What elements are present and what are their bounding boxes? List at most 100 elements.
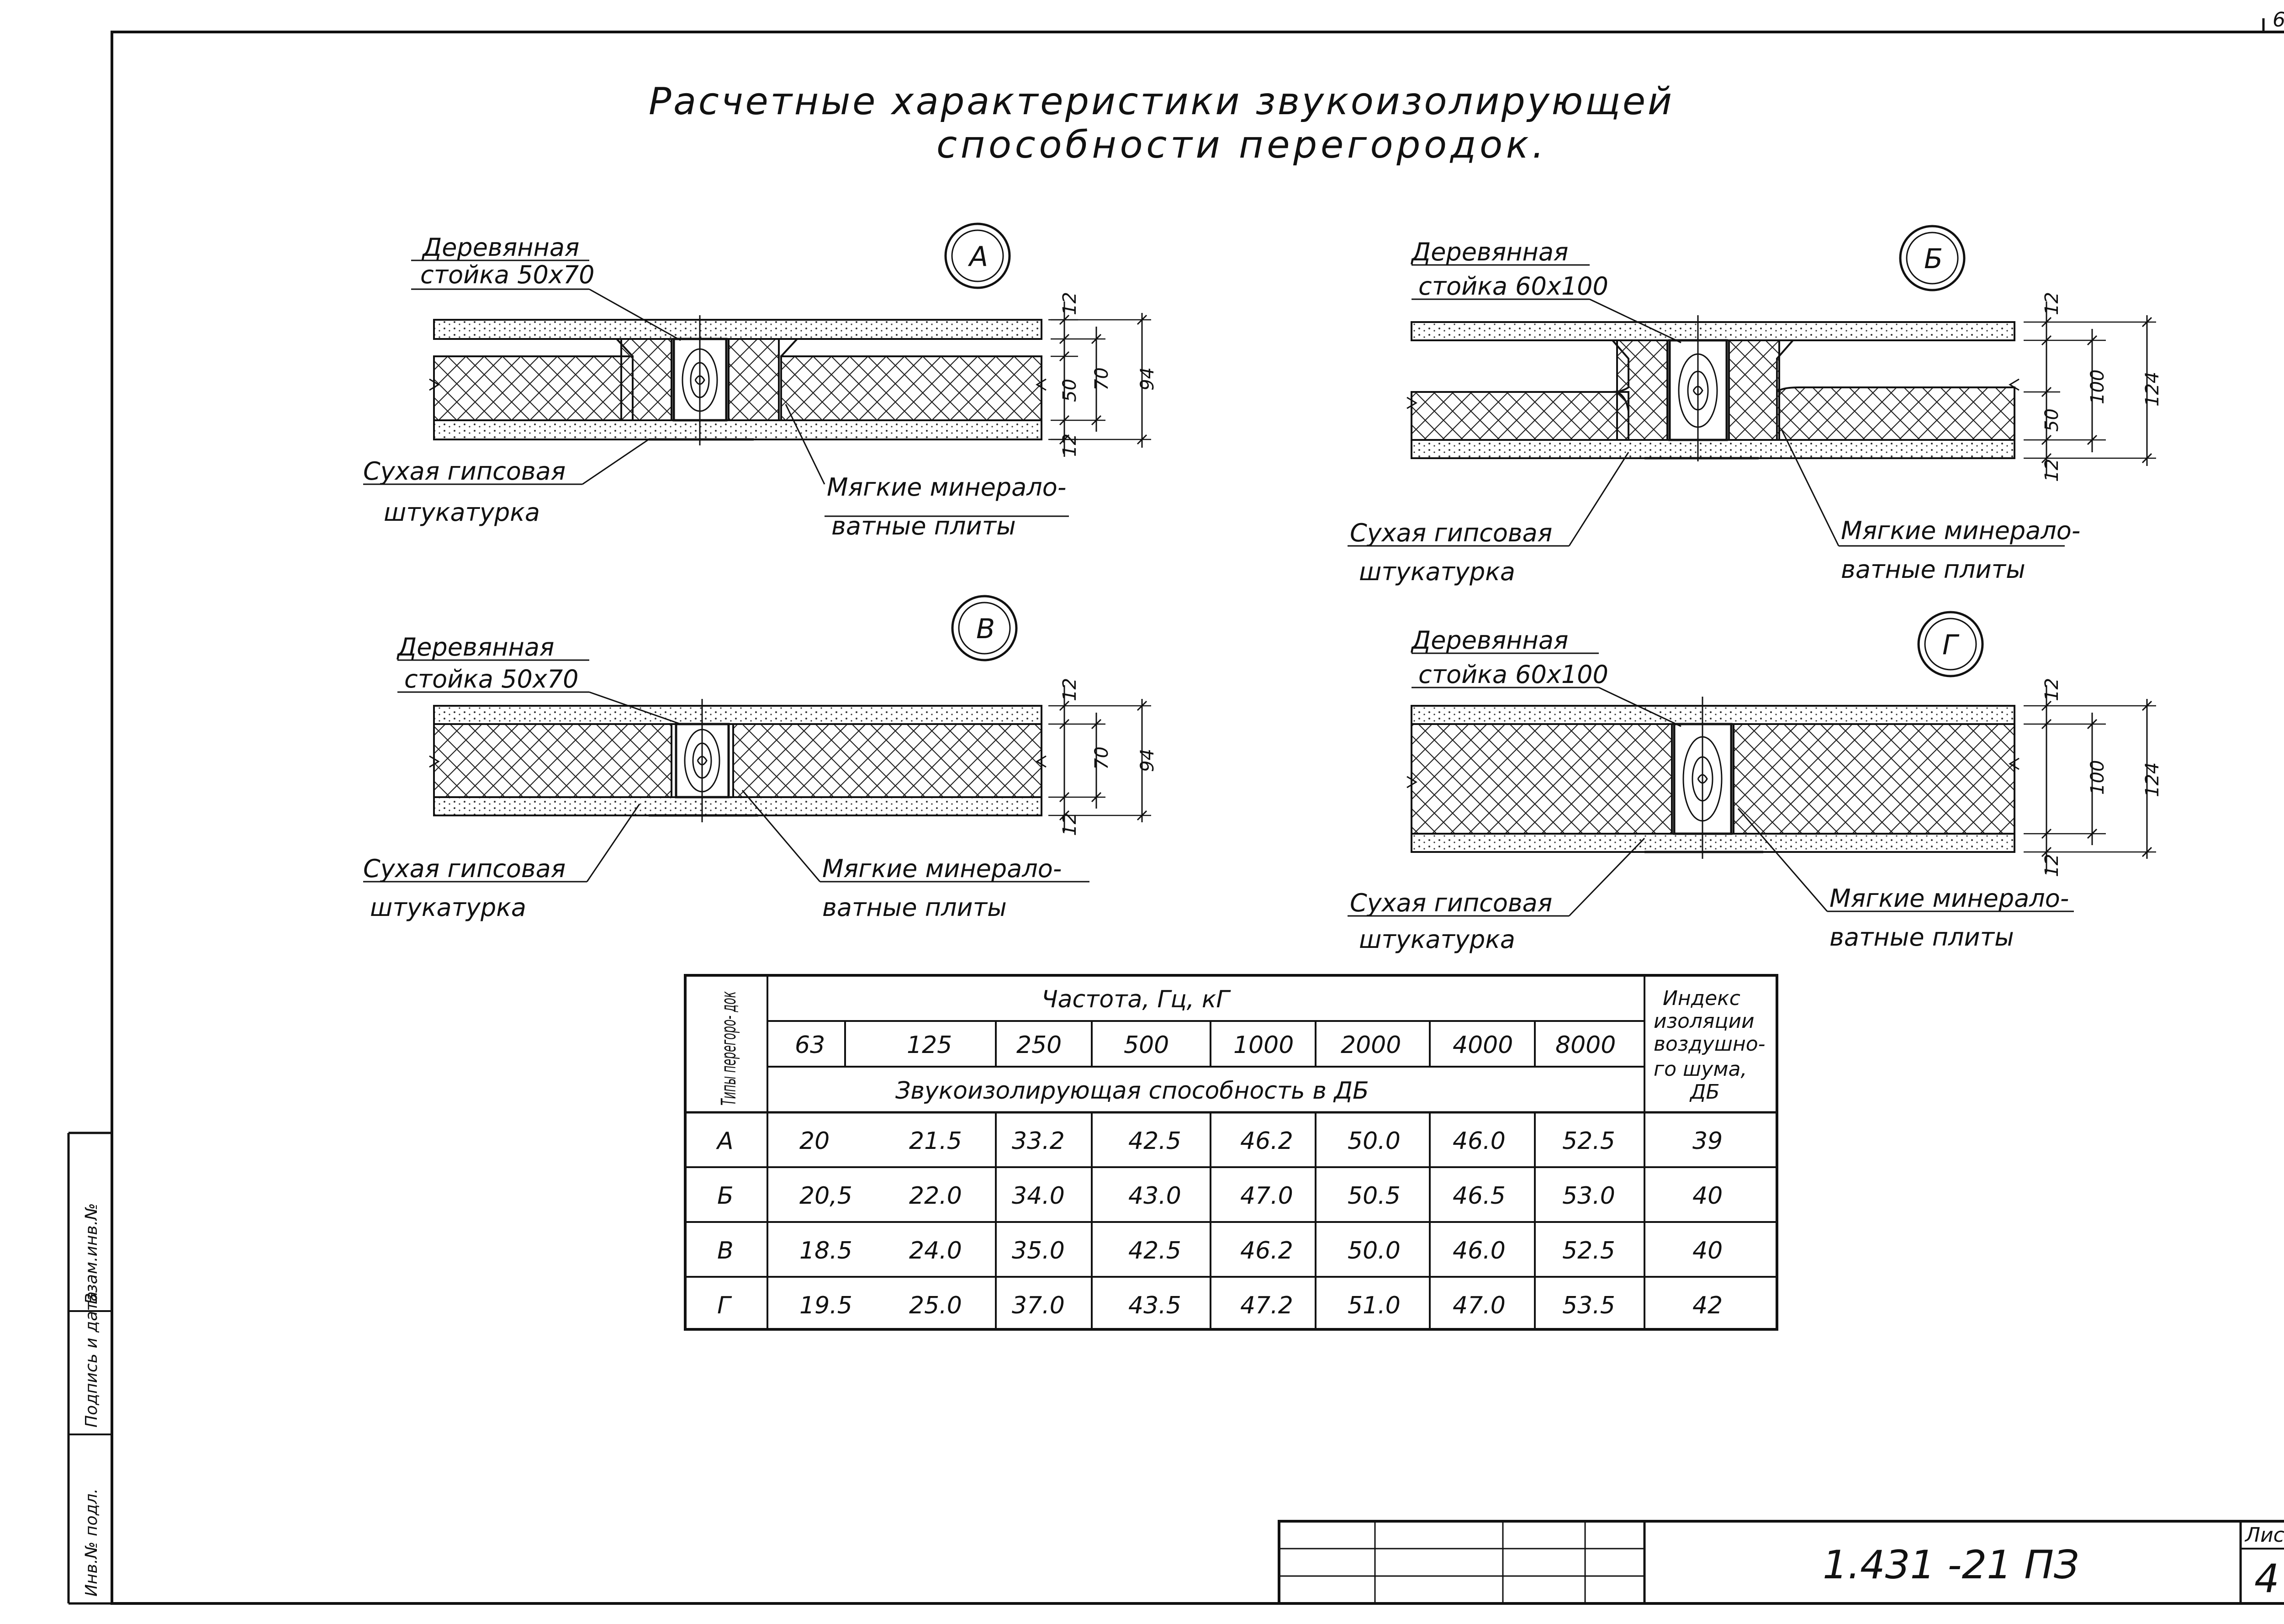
diagram-a-dim-bottom: 12 — [1059, 434, 1080, 457]
title-line-1: Расчетные характеристики звукоизолирующе… — [649, 80, 1672, 123]
table-freq-63: 63 — [795, 1032, 825, 1059]
table-cell: 53.0 — [1562, 1182, 1615, 1210]
table-freq-1000: 1000 — [1233, 1032, 1294, 1059]
diagram-d-wool-label-1: Мягкие минерало- — [1829, 884, 2069, 913]
table-index-cell: 40 — [1692, 1182, 1723, 1210]
table-cell: 51.0 — [1348, 1292, 1401, 1319]
diagram-c-plaster-label-1: Сухая гипсовая — [363, 854, 566, 883]
table-cell: 42.5 — [1128, 1127, 1181, 1155]
diagram-b-dim-stud: 100 — [2087, 370, 2108, 404]
diagram-c-stud-label-1: Деревянная — [397, 633, 554, 661]
table-cell: 37.0 — [1012, 1292, 1065, 1319]
table-cell: 46.0 — [1453, 1237, 1506, 1264]
title-line-2: способности перегородок. — [936, 123, 1544, 167]
diagram-d-stud-label-1: Деревянная — [1411, 626, 1568, 655]
table-index-cell: 40 — [1692, 1237, 1723, 1264]
diagram-d-dim-total: 124 — [2142, 762, 2163, 797]
diagram-d-marker: Г — [1942, 629, 1960, 661]
table-cell: 47.0 — [1453, 1292, 1506, 1319]
title-block — [1278, 1520, 2284, 1605]
document-code: 1.431 -21 ПЗ — [1823, 1542, 2079, 1588]
table-cell: 22.0 — [909, 1182, 962, 1210]
diagram-a-stud-label-2: стойка 50x70 — [420, 260, 595, 289]
table-index-cell: 39 — [1692, 1127, 1723, 1155]
table-index-header-3: воздушно- — [1654, 1032, 1766, 1056]
diagram-b-marker: Б — [1924, 243, 1943, 275]
diagram-d-stud-label-2: стойка 60x100 — [1418, 660, 1608, 689]
sheet-corner-number: 6 — [2273, 8, 2284, 32]
table-cell: 50.5 — [1348, 1182, 1401, 1210]
table-freq-125: 125 — [907, 1032, 952, 1059]
sheet-number: 4 — [2254, 1556, 2279, 1602]
diagram-a-dim-top: 12 — [1059, 292, 1080, 315]
table-cell: 19.5 — [799, 1292, 852, 1319]
margin-labels: Инв.№ подл. Подпись и дата Взам.инв.№ — [82, 1203, 101, 1597]
diagram-a-wool-label-2: ватные плиты — [831, 512, 1016, 540]
diagram-c-dim-stud: 70 — [1091, 746, 1112, 770]
diagram-c-dim-total: 94 — [1137, 749, 1158, 772]
diagram-c-wool-label-1: Мягкие минерало- — [822, 854, 1062, 883]
table-cell: 52.5 — [1562, 1237, 1615, 1264]
table-cell: 52.5 — [1562, 1127, 1615, 1155]
diagram-b-stud-label-1: Деревянная — [1411, 238, 1568, 266]
diagram-c-plaster-label-2: штукатурка — [370, 893, 526, 922]
diagram-c-dim-bottom: 12 — [1059, 813, 1080, 836]
table-cell: 34.0 — [1012, 1182, 1065, 1210]
diagram-c-text: В Деревянная стойка 50x70 Сухая гипсовая… — [363, 613, 1158, 922]
table-cell: 47.0 — [1240, 1182, 1293, 1210]
table-cell: 46.5 — [1453, 1182, 1506, 1210]
margin-label-sign: Подпись и дата — [82, 1291, 101, 1428]
diagram-b-dim-bottom: 12 — [2041, 459, 2062, 482]
diagram-d-wool-label-2: ватные плиты — [1829, 923, 2014, 952]
table-freq-8000: 8000 — [1555, 1032, 1616, 1059]
diagram-b-plaster-label-1: Сухая гипсовая — [1350, 518, 1552, 547]
table-index-header-4: го шума, — [1654, 1058, 1747, 1081]
table-cell: 46.2 — [1240, 1127, 1293, 1155]
diagram-d — [1348, 611, 2156, 917]
diagram-b-dim-wool: 50 — [2041, 408, 2062, 432]
table-cell: 53.5 — [1562, 1292, 1615, 1319]
table-index-header-2: изоляции — [1654, 1010, 1755, 1033]
diagram-c — [363, 595, 1151, 883]
table-freq-4000: 4000 — [1453, 1032, 1513, 1059]
table-cell: 46.2 — [1240, 1237, 1293, 1264]
diagram-d-text: Г Деревянная стойка 60x100 Сухая гипсова… — [1350, 626, 2163, 954]
diagram-b-wool-label-2: ватные плиты — [1841, 555, 2025, 584]
diagram-a-dim-wool: 50 — [1059, 379, 1080, 402]
table-cell: 24.0 — [909, 1237, 962, 1264]
diagram-b-dim-top: 12 — [2041, 292, 2062, 315]
margin-label-inv: Инв.№ подл. — [82, 1488, 101, 1597]
table-row-type: В — [717, 1237, 734, 1264]
diagram-a-plaster-label-1: Сухая гипсовая — [363, 457, 566, 486]
diagram-d-plaster-label-2: штукатурка — [1359, 925, 1515, 954]
sheet-frame — [67, 18, 2284, 1605]
table-cell: 42.5 — [1128, 1237, 1181, 1264]
table-cell: 18.5 — [799, 1237, 852, 1264]
diagram-d-dim-top: 12 — [2041, 678, 2062, 701]
diagram-b — [1348, 225, 2156, 547]
diagram-d-dim-stud: 100 — [2087, 760, 2108, 795]
table-index-header-5: ДБ — [1689, 1080, 1720, 1104]
table-freq-header: Частота, Гц, кГ — [1042, 986, 1231, 1013]
table-cell: 50.0 — [1348, 1127, 1401, 1155]
table-cell: 35.0 — [1012, 1237, 1065, 1264]
table-cell: 46.0 — [1453, 1127, 1506, 1155]
diagram-a-plaster-label-2: штукатурка — [384, 498, 540, 527]
table-freq-500: 500 — [1124, 1032, 1169, 1059]
diagram-b-wool-label-1: Мягкие минерало- — [1841, 516, 2080, 545]
table-freq-250: 250 — [1016, 1032, 1062, 1059]
diagram-a — [363, 222, 1151, 517]
diagram-a-wool-label-1: Мягкие минерало- — [827, 473, 1066, 502]
table-cell: 47.2 — [1240, 1292, 1293, 1319]
table-freq-2000: 2000 — [1341, 1032, 1401, 1059]
table-row-type: Г — [717, 1292, 732, 1319]
diagram-b-dim-total: 124 — [2142, 372, 2163, 407]
table-cell: 25.0 — [909, 1292, 962, 1319]
diagram-a-dim-stud: 70 — [1091, 367, 1112, 391]
diagram-b-stud-label-2: стойка 60x100 — [1418, 272, 1608, 301]
table-cell: 33.2 — [1012, 1127, 1065, 1155]
diagram-a-marker: А — [968, 241, 988, 273]
table-index-cell: 42 — [1692, 1292, 1723, 1319]
diagram-c-stud-label-2: стойка 50x70 — [404, 665, 579, 693]
table-cell: 50.0 — [1348, 1237, 1401, 1264]
